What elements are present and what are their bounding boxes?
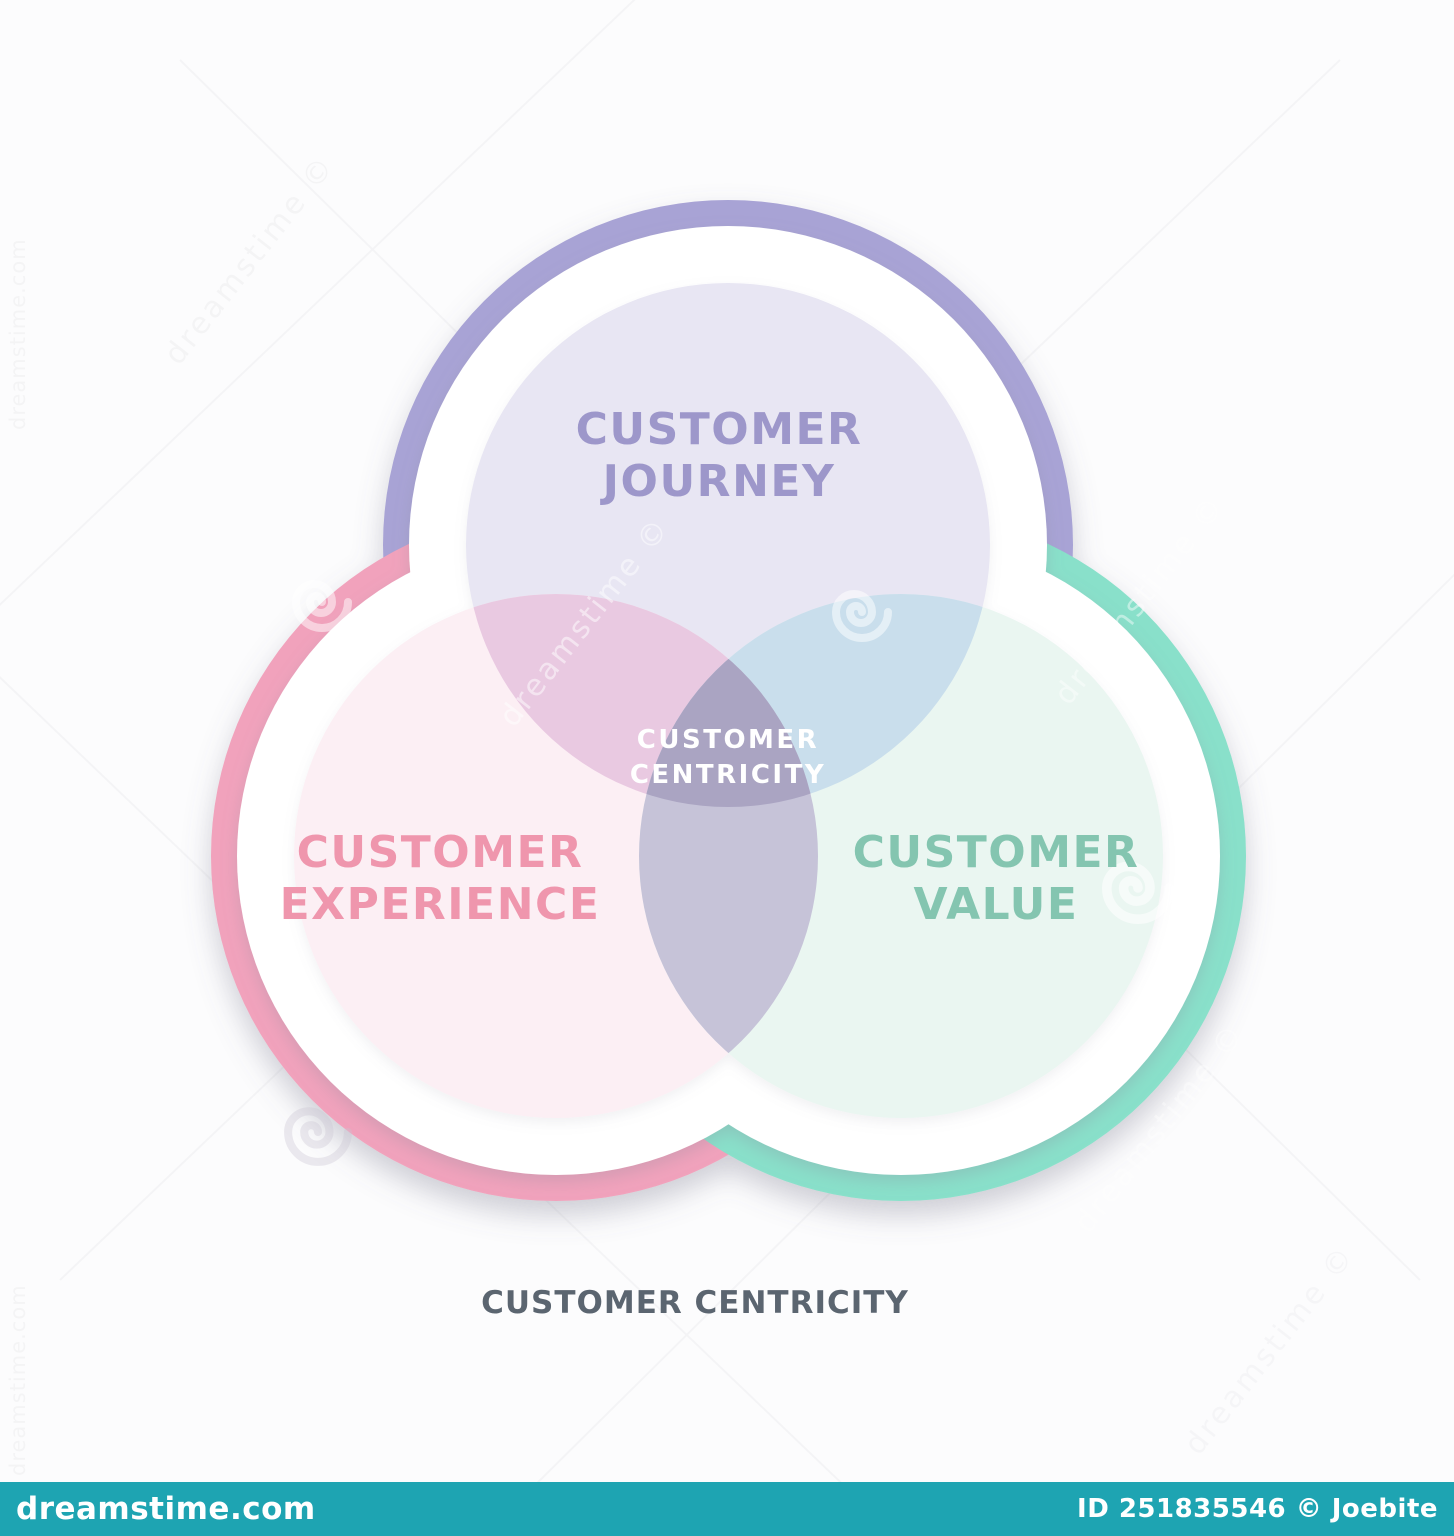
- experience-label-line1: CUSTOMER: [296, 827, 584, 879]
- journey-label-line1: CUSTOMER: [575, 404, 863, 456]
- experience-label: CUSTOMER EXPERIENCE: [280, 827, 601, 931]
- value-label: CUSTOMER VALUE: [853, 827, 1140, 931]
- journey-label-line2: JOURNEY: [602, 456, 836, 507]
- experience-label-line2: EXPERIENCE: [279, 879, 601, 930]
- vertical-watermark-text: dreamstime.com: [6, 1284, 30, 1476]
- value-label-line2: VALUE: [913, 879, 1079, 930]
- journey-label: CUSTOMER JOURNEY: [576, 404, 863, 508]
- center-label: CUSTOMER CENTRICITY: [630, 723, 826, 793]
- overlap-regions: [466, 594, 990, 1118]
- image-credit-text: ID 251835546 © Joebite: [1077, 1494, 1438, 1524]
- dreamstime-logo-text: dreamstime.com: [16, 1491, 316, 1527]
- center-label-line2: CENTRICITY: [629, 760, 827, 790]
- center-overlap: [639, 594, 818, 807]
- watermark-footer-bar: dreamstime.com ID 251835546 © Joebite: [0, 1482, 1454, 1536]
- value-label-line1: CUSTOMER: [852, 827, 1140, 879]
- vertical-watermark-text: dreamstime.com: [6, 238, 30, 430]
- center-label-line1: CUSTOMER: [636, 724, 820, 755]
- diagram-title: CUSTOMER CENTRICITY: [481, 1285, 909, 1321]
